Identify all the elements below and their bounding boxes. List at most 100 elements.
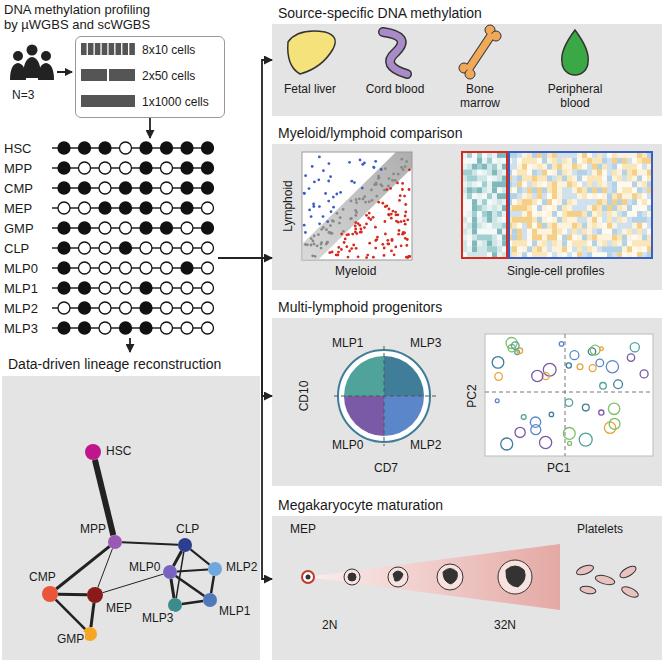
lineage-node: GMP bbox=[83, 627, 97, 641]
row-label: GMP bbox=[4, 221, 34, 236]
mark bbox=[310, 244, 313, 247]
mark bbox=[482, 176, 487, 182]
mark bbox=[99, 142, 111, 154]
mark bbox=[202, 142, 214, 154]
mark bbox=[632, 170, 637, 176]
mark bbox=[582, 223, 587, 229]
mark bbox=[99, 322, 111, 334]
mark bbox=[377, 177, 380, 180]
mark bbox=[587, 199, 592, 205]
mark bbox=[562, 199, 567, 205]
connector bbox=[218, 60, 272, 258]
mark bbox=[181, 322, 193, 334]
mark bbox=[99, 162, 111, 174]
sample-count: N=3 bbox=[12, 88, 34, 102]
mark bbox=[477, 223, 482, 229]
mark bbox=[527, 158, 532, 164]
mark bbox=[562, 229, 567, 235]
quadrant-circle bbox=[334, 346, 436, 446]
mark bbox=[512, 182, 517, 188]
figure-label: MEP bbox=[290, 522, 316, 536]
mark bbox=[472, 211, 477, 217]
mark bbox=[487, 158, 492, 164]
mark bbox=[567, 223, 572, 229]
connector bbox=[149, 118, 151, 138]
mark bbox=[517, 205, 522, 211]
mark bbox=[318, 205, 321, 208]
mark bbox=[592, 229, 597, 235]
mark bbox=[527, 176, 532, 182]
mark bbox=[567, 217, 572, 223]
mark bbox=[472, 193, 477, 199]
mark bbox=[607, 235, 612, 241]
mark bbox=[404, 211, 407, 214]
mark bbox=[627, 193, 632, 199]
mark bbox=[397, 233, 400, 236]
mark bbox=[612, 235, 617, 241]
mark bbox=[607, 176, 612, 182]
mark bbox=[552, 229, 557, 235]
mark bbox=[557, 187, 562, 193]
maturation-cone bbox=[306, 544, 560, 610]
figure-label: 2N bbox=[322, 618, 337, 632]
mark bbox=[537, 193, 542, 199]
panel-heading: Multi-lymphoid progenitors bbox=[278, 299, 442, 316]
mark bbox=[388, 177, 391, 180]
mark bbox=[81, 43, 87, 55]
mark bbox=[582, 404, 589, 411]
mark bbox=[632, 176, 637, 182]
mark bbox=[567, 235, 572, 241]
mark bbox=[512, 217, 517, 223]
mark bbox=[602, 176, 607, 182]
mark bbox=[181, 162, 193, 174]
mark bbox=[313, 235, 316, 238]
lineage-node: MLP2 bbox=[208, 562, 222, 576]
mark bbox=[542, 193, 547, 199]
mark bbox=[522, 199, 527, 205]
figure-label: MLP3 bbox=[410, 336, 441, 350]
mark bbox=[472, 229, 477, 235]
mark bbox=[532, 229, 537, 235]
mark bbox=[400, 166, 403, 169]
bone-icon bbox=[459, 25, 501, 79]
mark bbox=[482, 235, 487, 241]
mark bbox=[312, 205, 315, 208]
mark bbox=[497, 217, 502, 223]
mark bbox=[332, 220, 335, 223]
mark bbox=[304, 243, 307, 246]
mark bbox=[202, 262, 214, 274]
mark bbox=[572, 211, 577, 217]
mark bbox=[361, 187, 364, 190]
mark bbox=[512, 229, 517, 235]
mark bbox=[392, 173, 395, 176]
mark bbox=[501, 438, 513, 450]
sample-label: 2x50 cells bbox=[142, 69, 195, 83]
mark bbox=[308, 187, 311, 190]
node-label: MLP1 bbox=[218, 604, 251, 618]
mark bbox=[492, 211, 497, 217]
mark bbox=[627, 199, 632, 205]
mark bbox=[79, 262, 91, 274]
mark bbox=[522, 211, 527, 217]
mark bbox=[99, 242, 111, 254]
mark bbox=[547, 182, 552, 188]
mark bbox=[336, 212, 339, 215]
lineage-node: MLP1 bbox=[203, 593, 217, 607]
mark bbox=[390, 213, 393, 216]
mark bbox=[537, 205, 542, 211]
mark bbox=[58, 202, 70, 214]
mark bbox=[202, 322, 214, 334]
mark bbox=[467, 158, 472, 164]
mark bbox=[58, 162, 70, 174]
mark bbox=[161, 322, 173, 334]
mark bbox=[607, 170, 612, 176]
mark bbox=[467, 187, 472, 193]
mark bbox=[354, 214, 357, 217]
mark bbox=[562, 170, 567, 176]
lineage-node: CLP bbox=[178, 538, 192, 552]
mark bbox=[592, 205, 597, 211]
mark bbox=[637, 158, 642, 164]
mark bbox=[487, 193, 492, 199]
mark bbox=[602, 164, 607, 170]
figure-label: MLP2 bbox=[410, 438, 441, 452]
